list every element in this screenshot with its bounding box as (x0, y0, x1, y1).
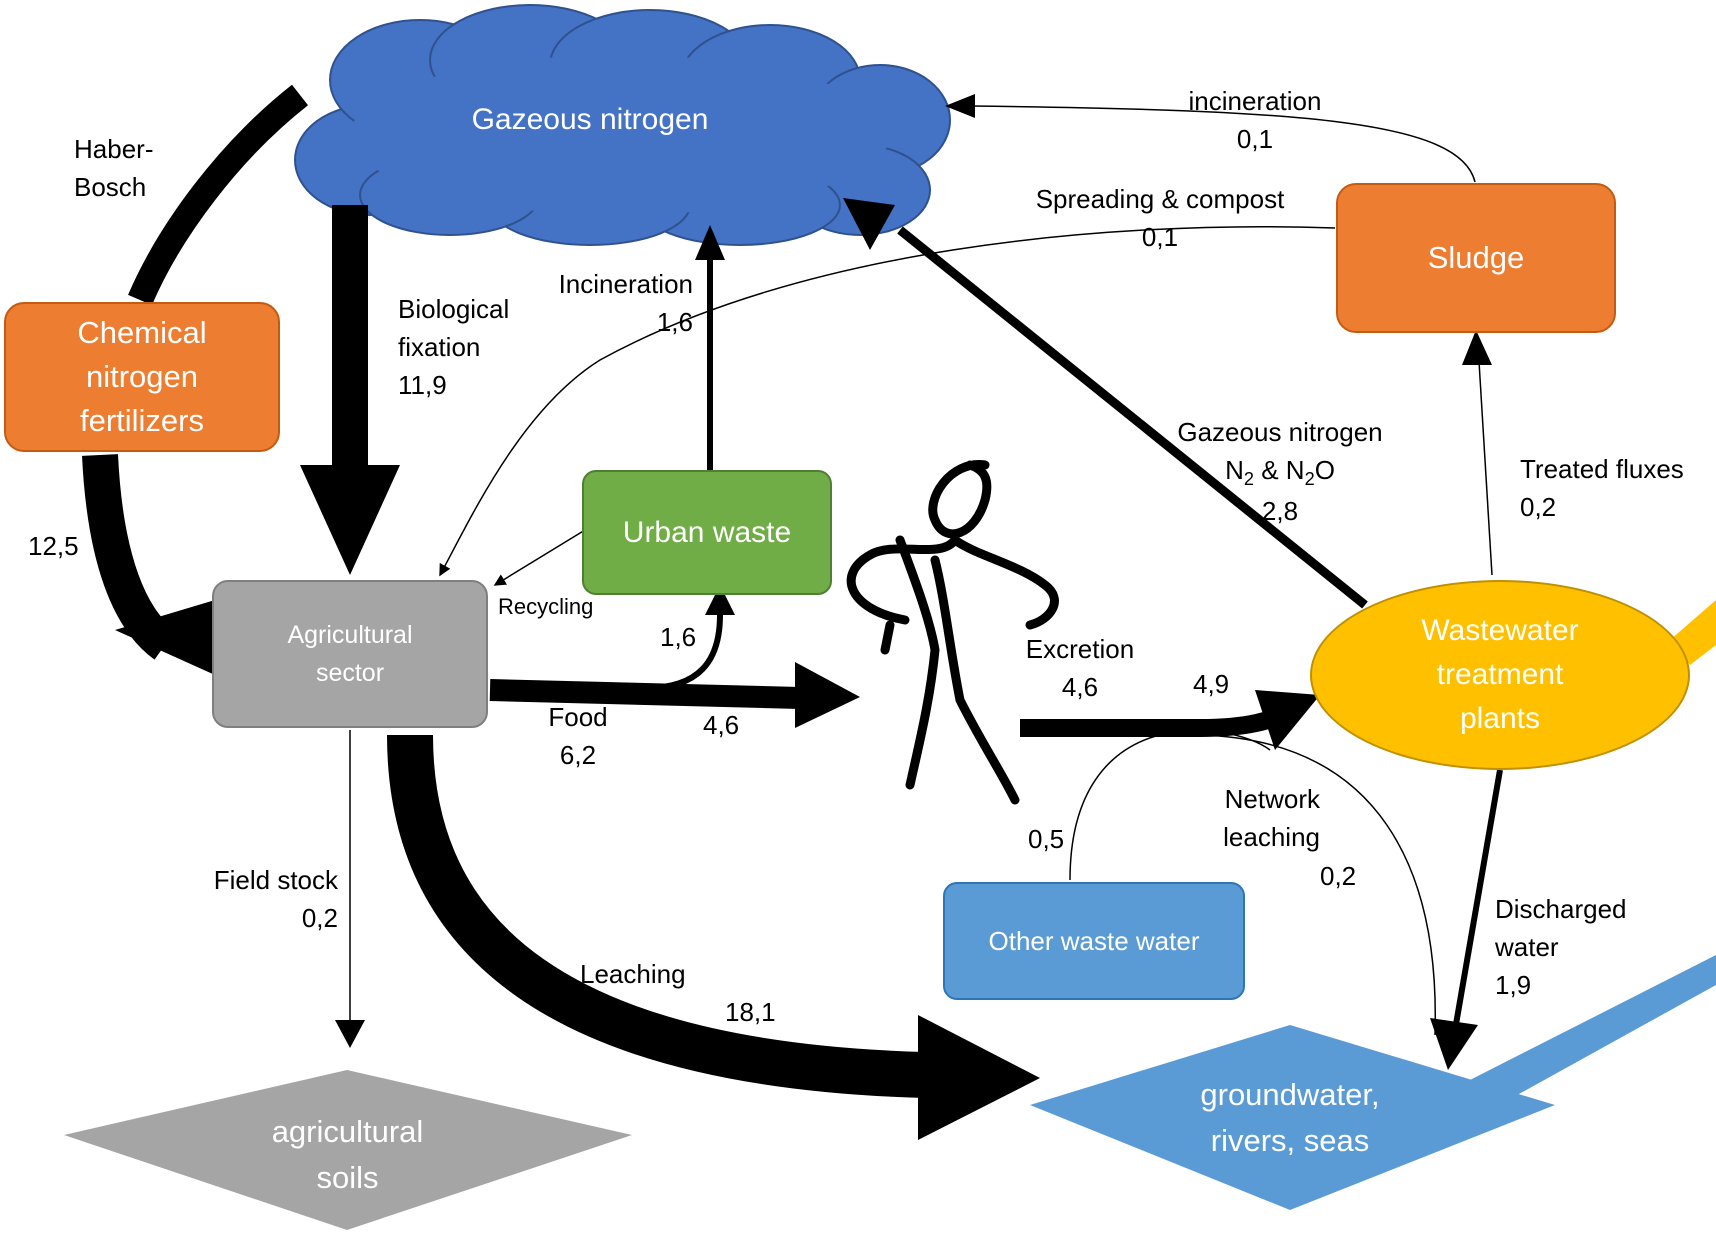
fertilizer-arrowhead (115, 600, 215, 675)
excretion-arrow (1020, 703, 1294, 737)
other-ww-value-label: 0,5 (1028, 824, 1065, 854)
sludge-incineration-arrowhead (945, 94, 975, 118)
agri-to-urban-arrowhead (705, 585, 735, 615)
spreading-compost-label: Spreading & compost 0,1 (1035, 184, 1285, 252)
network-leaching-value-label: 0,2 (1320, 861, 1357, 891)
leaching-value-label: 18,1 (725, 997, 776, 1027)
gaseous-from-wwtp-title: Gazeous nitrogen (1177, 417, 1383, 447)
sludge-incineration-line (969, 105, 1476, 183)
blue-band-decoration (1470, 955, 1716, 1110)
wwtp-to-cloud-arrowhead (843, 198, 895, 250)
food-arrowhead (795, 662, 860, 728)
agricultural-sector-box: Agricultural sector (212, 580, 488, 728)
excretion-arrowhead (1255, 690, 1320, 750)
to-wwtp-label: 4,9 (1193, 669, 1230, 699)
sludge-incineration-label: incineration 0,1 (1188, 86, 1322, 154)
discharged-water-arrow (1452, 769, 1503, 1031)
sludge-box: Sludge (1336, 183, 1616, 333)
recycling-line (493, 529, 586, 586)
biological-fixation-label: Biological fixation 11,9 (398, 294, 510, 400)
leaching-label: Leaching (580, 959, 686, 989)
treated-fluxes-label: Treated fluxes 0,2 (1520, 454, 1684, 522)
incineration-urban-label: Incineration 1,6 (558, 269, 693, 337)
haber-bosch-arrow (128, 84, 309, 306)
cloud-fill (350, 55, 890, 215)
network-leaching-label: Network leaching (1223, 784, 1320, 852)
water-bodies-diamond (1030, 1025, 1555, 1210)
gaseous-nitrogen-label: Gazeous nitrogen (471, 103, 709, 136)
leaching-arrowhead (918, 1015, 1040, 1140)
excretion-label: Excretion 4,6 (1025, 634, 1135, 702)
gaseous-from-wwtp-value: 2,8 (1261, 496, 1299, 526)
network-leaching-curve (1199, 734, 1437, 1036)
food-arrow (489, 679, 801, 709)
other-waste-water-box: Other waste water (943, 882, 1245, 1000)
urban-from-agri-label: 1,6 (660, 622, 697, 652)
spreading-compost-line (439, 226, 1336, 577)
recycling-label: Recycling (498, 594, 594, 619)
fertilizer-to-agri-arrow (82, 454, 177, 660)
treated-fluxes-line (1477, 344, 1493, 576)
discharged-water-arrowhead (1430, 1018, 1478, 1070)
biological-fixation-arrowhead (300, 465, 400, 575)
wwtp-ellipse: Wastewater treatment plants (1310, 580, 1690, 770)
agricultural-soils-diamond (64, 1070, 632, 1230)
food-label: Food 6,2 (548, 702, 608, 770)
gaseous-from-wwtp-formula: N2 & N2O (1225, 455, 1335, 490)
agri-to-urban-arrow (639, 614, 723, 692)
discharged-water-label: Discharged water 1,9 (1495, 894, 1627, 1000)
leaching-arrow (387, 734, 926, 1098)
wwtp-to-cloud-arrow (897, 226, 1368, 609)
gaseous-from-wwtp-label: Gazeous nitrogen N2 & N2O 2,8 (1155, 413, 1405, 530)
biological-fixation-arrow (332, 205, 368, 470)
fertilizer-value-label: 12,5 (28, 531, 79, 561)
chemical-fertilizers-box: Chemical nitrogen fertilizers (4, 302, 280, 452)
human-figure (846, 460, 1059, 805)
field-stock-arrowhead (335, 1020, 365, 1048)
haber-bosch-label: Haber- Bosch (74, 134, 154, 202)
urban-waste-box: Urban waste (582, 470, 832, 595)
agricultural-soils-label: agricultural soils (271, 1114, 424, 1195)
water-bodies-label: groundwater, rivers, seas (1200, 1077, 1380, 1158)
treated-fluxes-arrowhead (1462, 330, 1492, 365)
incineration-arrowhead (695, 225, 725, 260)
food-to-human-label: 4,6 (703, 710, 740, 740)
field-stock-label: Field stock 0,2 (213, 865, 338, 933)
